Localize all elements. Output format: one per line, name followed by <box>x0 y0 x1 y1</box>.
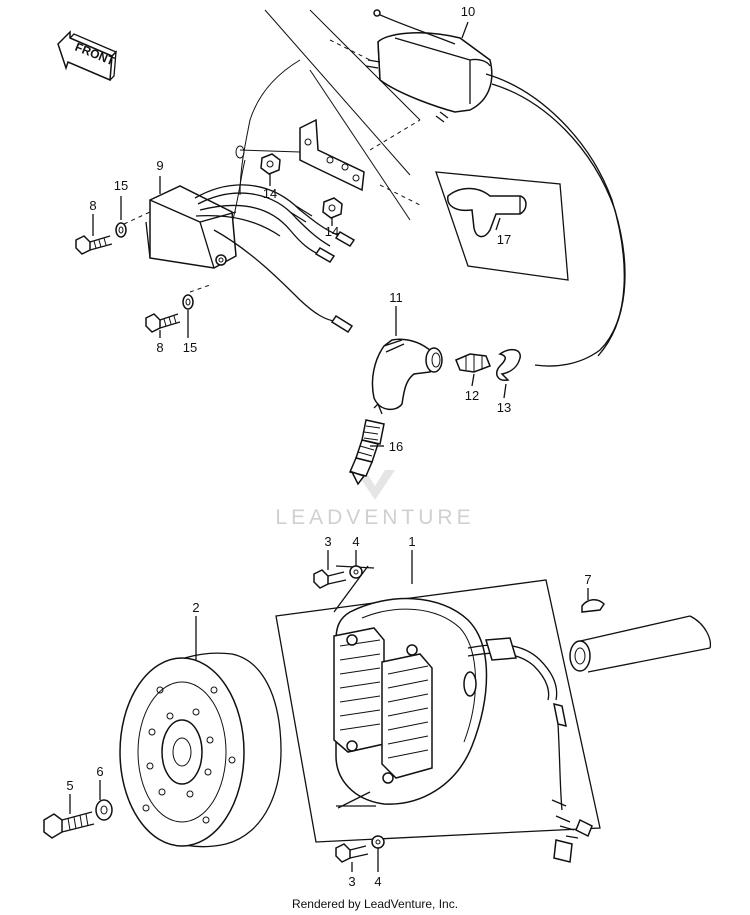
frame-tube <box>229 9 421 231</box>
part-8-bolt-lower <box>145 313 181 333</box>
callout-13: 13 <box>497 400 511 415</box>
part-15-washer-upper <box>115 222 127 238</box>
part-4-washer-upper <box>349 565 363 579</box>
part-14-nut-b <box>322 197 343 219</box>
leader-lines <box>69 21 589 872</box>
callout-9: 9 <box>156 158 163 173</box>
part-7-woodruff-key <box>581 599 605 613</box>
part-3-screw-upper <box>313 569 347 589</box>
callout-3-lower: 3 <box>348 874 355 889</box>
callout-4-lower: 4 <box>374 874 381 889</box>
callout-12: 12 <box>465 388 479 403</box>
callout-17: 17 <box>497 232 511 247</box>
callout-16: 16 <box>389 439 403 454</box>
callout-15-upper: 15 <box>114 178 128 193</box>
watermark-text: LEADVENTURE <box>275 506 474 529</box>
callout-7: 7 <box>584 572 591 587</box>
callout-15-lower: 15 <box>183 340 197 355</box>
callout-8-lower: 8 <box>156 340 163 355</box>
mounting-bracket <box>235 118 365 192</box>
render-caption: Rendered by LeadVenture, Inc. <box>292 897 458 911</box>
callout-14-b: 14 <box>325 224 339 239</box>
part-3-screw-lower <box>335 843 369 863</box>
part-2-flywheel <box>119 652 282 848</box>
part-4-washer-lower <box>371 835 385 849</box>
crankshaft-end <box>569 615 712 673</box>
part-5-bolt <box>43 811 95 839</box>
front-arrow-icon: FRONT <box>57 30 117 82</box>
part-12-connector <box>455 353 491 373</box>
part-8-bolt-upper <box>75 235 113 255</box>
callout-6: 6 <box>96 764 103 779</box>
callout-11: 11 <box>389 290 403 305</box>
callout-1: 1 <box>408 534 415 549</box>
part-16-spark-plug <box>348 402 385 486</box>
callout-14-a: 14 <box>263 186 277 201</box>
callout-8-upper: 8 <box>89 198 96 213</box>
part-15-washer-lower <box>182 294 194 310</box>
callout-5: 5 <box>66 778 73 793</box>
part-13-clip <box>495 348 521 381</box>
part-6-washer <box>95 799 113 821</box>
callout-3-upper: 3 <box>324 534 331 549</box>
part-14-nut-a <box>260 153 281 175</box>
part-1-stator-inset <box>275 565 601 863</box>
part-10-ignition-coil <box>365 9 626 367</box>
part-9-cdi-unit <box>145 184 356 334</box>
callout-4-upper: 4 <box>352 534 359 549</box>
watermark-logo <box>355 470 395 500</box>
callout-10: 10 <box>461 4 475 19</box>
part-17-inset <box>435 171 569 281</box>
callout-2: 2 <box>192 600 199 615</box>
part-11-plug-cap <box>371 338 443 411</box>
